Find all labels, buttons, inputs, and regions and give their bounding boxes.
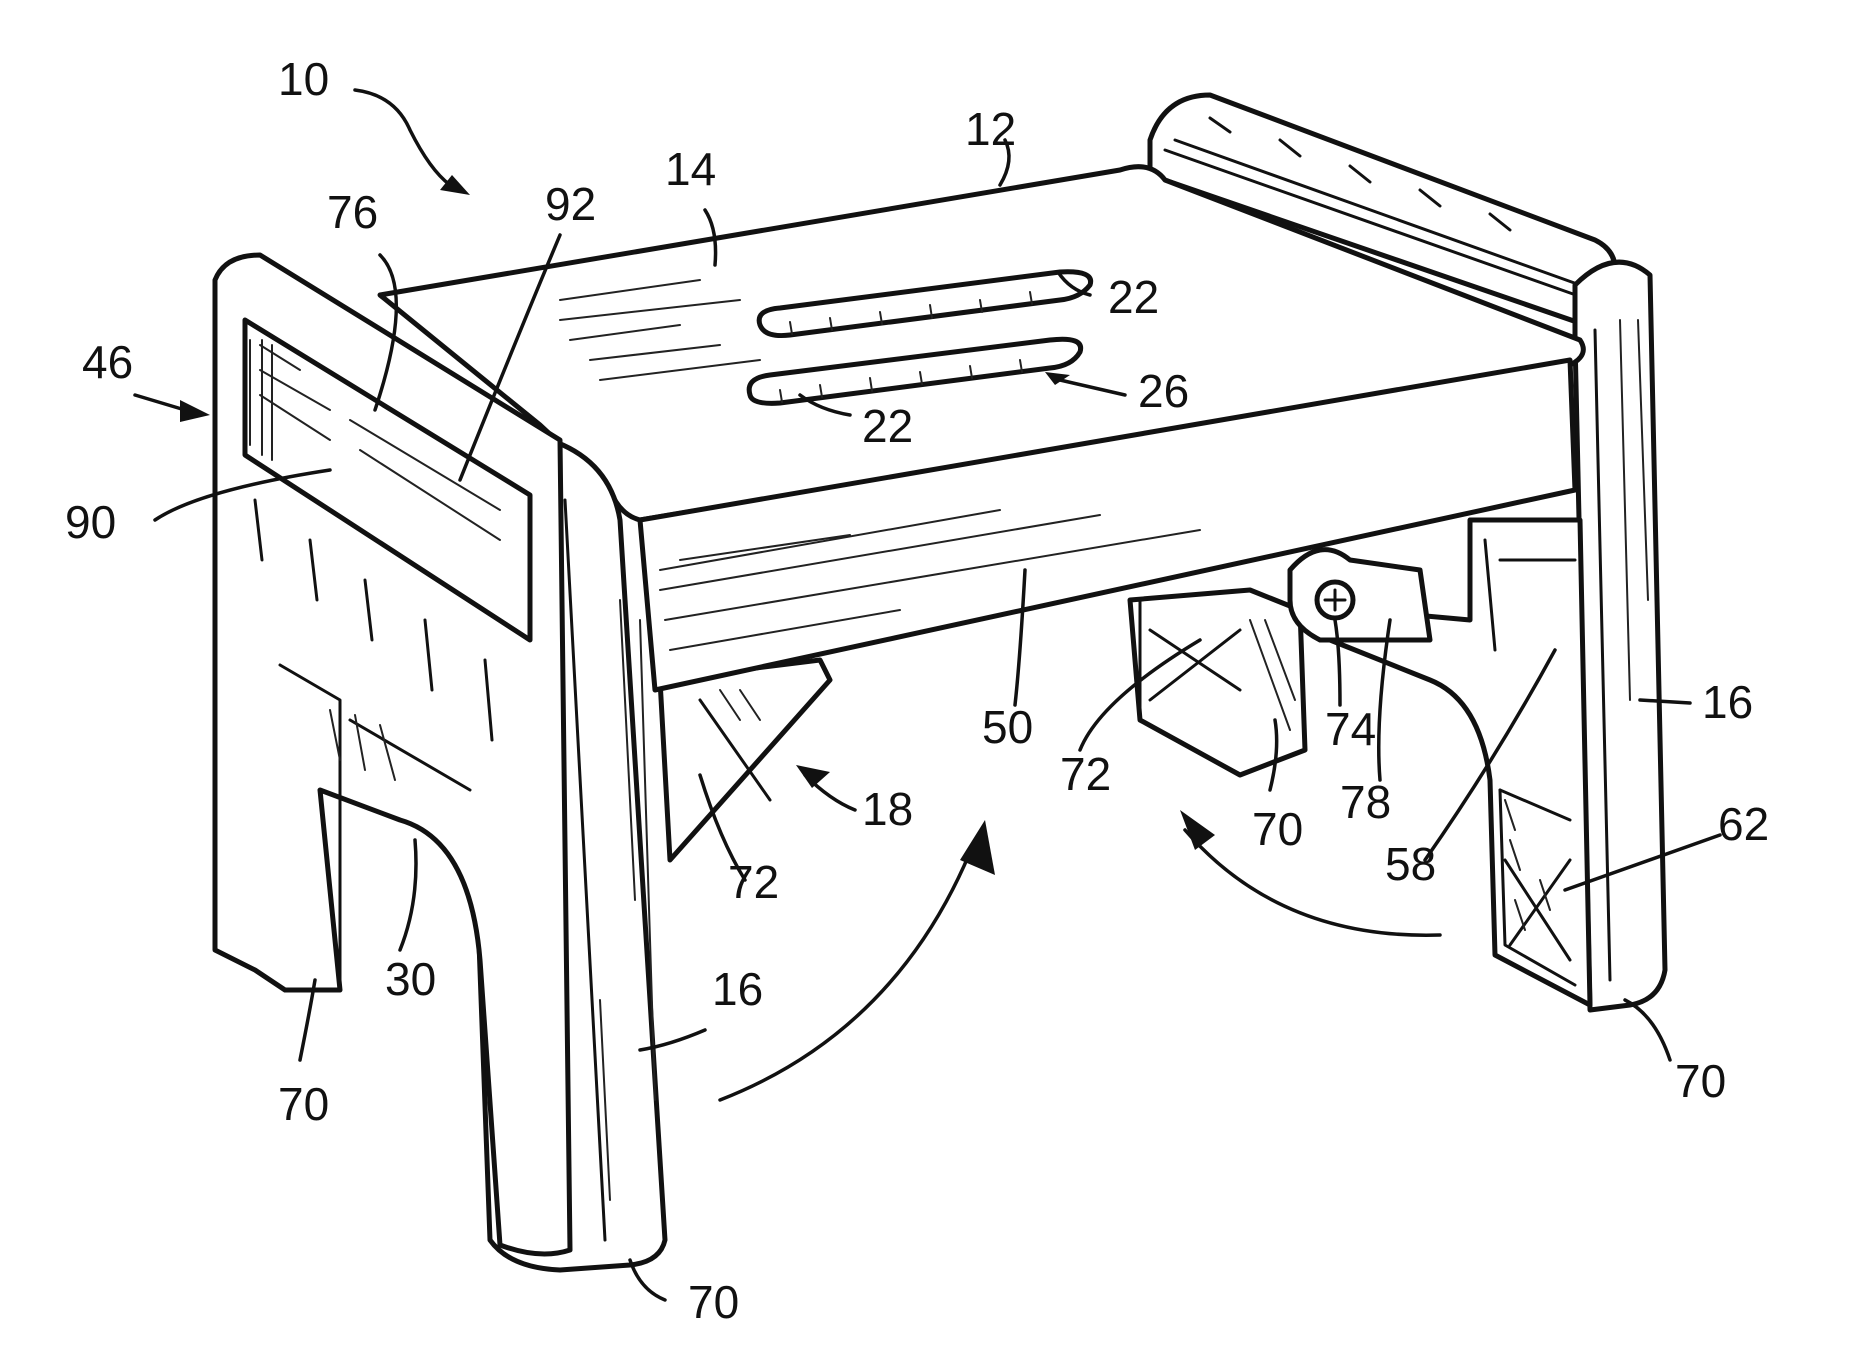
ref-74: 74	[1325, 703, 1376, 755]
ref-70-front: 70	[688, 1276, 739, 1328]
center-folding-leg	[1130, 590, 1305, 775]
ref-16-front: 16	[712, 963, 763, 1015]
ref-92: 92	[545, 178, 596, 230]
ref-70-back-left: 70	[278, 1078, 329, 1130]
ref-46: 46	[82, 336, 133, 388]
ref-14: 14	[665, 143, 716, 195]
ref-12: 12	[965, 103, 1016, 155]
hinge-plate	[1290, 550, 1430, 640]
ref-62: 62	[1718, 798, 1769, 850]
ref-10: 10	[278, 53, 329, 105]
ref-78: 78	[1340, 776, 1391, 828]
ref-70-center: 70	[1252, 803, 1303, 855]
ref-70-right: 70	[1675, 1055, 1726, 1107]
ref-50: 50	[982, 701, 1033, 753]
ref-22-lower: 22	[862, 400, 913, 452]
ref-22-upper: 22	[1108, 271, 1159, 323]
ref-58: 58	[1385, 838, 1436, 890]
front-folding-leg	[660, 660, 830, 860]
ref-18: 18	[862, 783, 913, 835]
ref-72-left: 72	[728, 856, 779, 908]
ref-72-center: 72	[1060, 748, 1111, 800]
ref-76: 76	[327, 186, 378, 238]
ref-90: 90	[65, 496, 116, 548]
ref-30: 30	[385, 953, 436, 1005]
ref-16-right: 16	[1702, 676, 1753, 728]
ref-26: 26	[1138, 365, 1189, 417]
rotation-arrows	[720, 810, 1440, 1100]
